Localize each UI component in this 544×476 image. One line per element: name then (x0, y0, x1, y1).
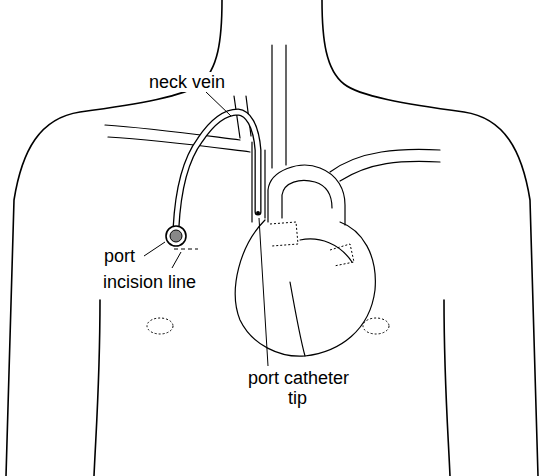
aorta (282, 181, 332, 218)
leader-line (144, 242, 165, 256)
body-outline (322, 0, 538, 476)
heart-line (300, 239, 352, 262)
part-label: incision line (102, 272, 197, 292)
incision-line (174, 248, 198, 249)
label-text: neck vein (148, 72, 226, 92)
artery (285, 45, 286, 165)
vessel (251, 142, 252, 222)
label-text: port catheter tip (247, 368, 349, 408)
atrium-outline (330, 244, 354, 266)
nipple (363, 318, 389, 334)
leader-line (172, 252, 181, 268)
aorta (268, 165, 345, 225)
artery (340, 161, 440, 181)
arm-line (444, 300, 450, 476)
vessel (108, 137, 250, 152)
neck-vein (234, 96, 240, 138)
vessel (264, 150, 265, 218)
catheter (176, 112, 258, 228)
heart (235, 220, 375, 356)
part-label: port (103, 246, 136, 266)
port-body (166, 226, 186, 246)
artery (271, 45, 272, 168)
arm-line (94, 300, 100, 476)
leader-line (259, 218, 268, 366)
artery (330, 149, 440, 172)
leader-line (206, 92, 231, 116)
label-text: incision line (102, 272, 197, 292)
catheter-tip (256, 211, 260, 215)
heart-line (290, 282, 305, 356)
part-label: port catheter tip (236, 368, 360, 408)
atrium-outline (270, 222, 298, 246)
catheter (176, 112, 258, 228)
part-label: neck vein (148, 72, 226, 92)
port-septum (170, 230, 182, 242)
nipple (147, 318, 173, 334)
label-text: port (103, 246, 136, 266)
